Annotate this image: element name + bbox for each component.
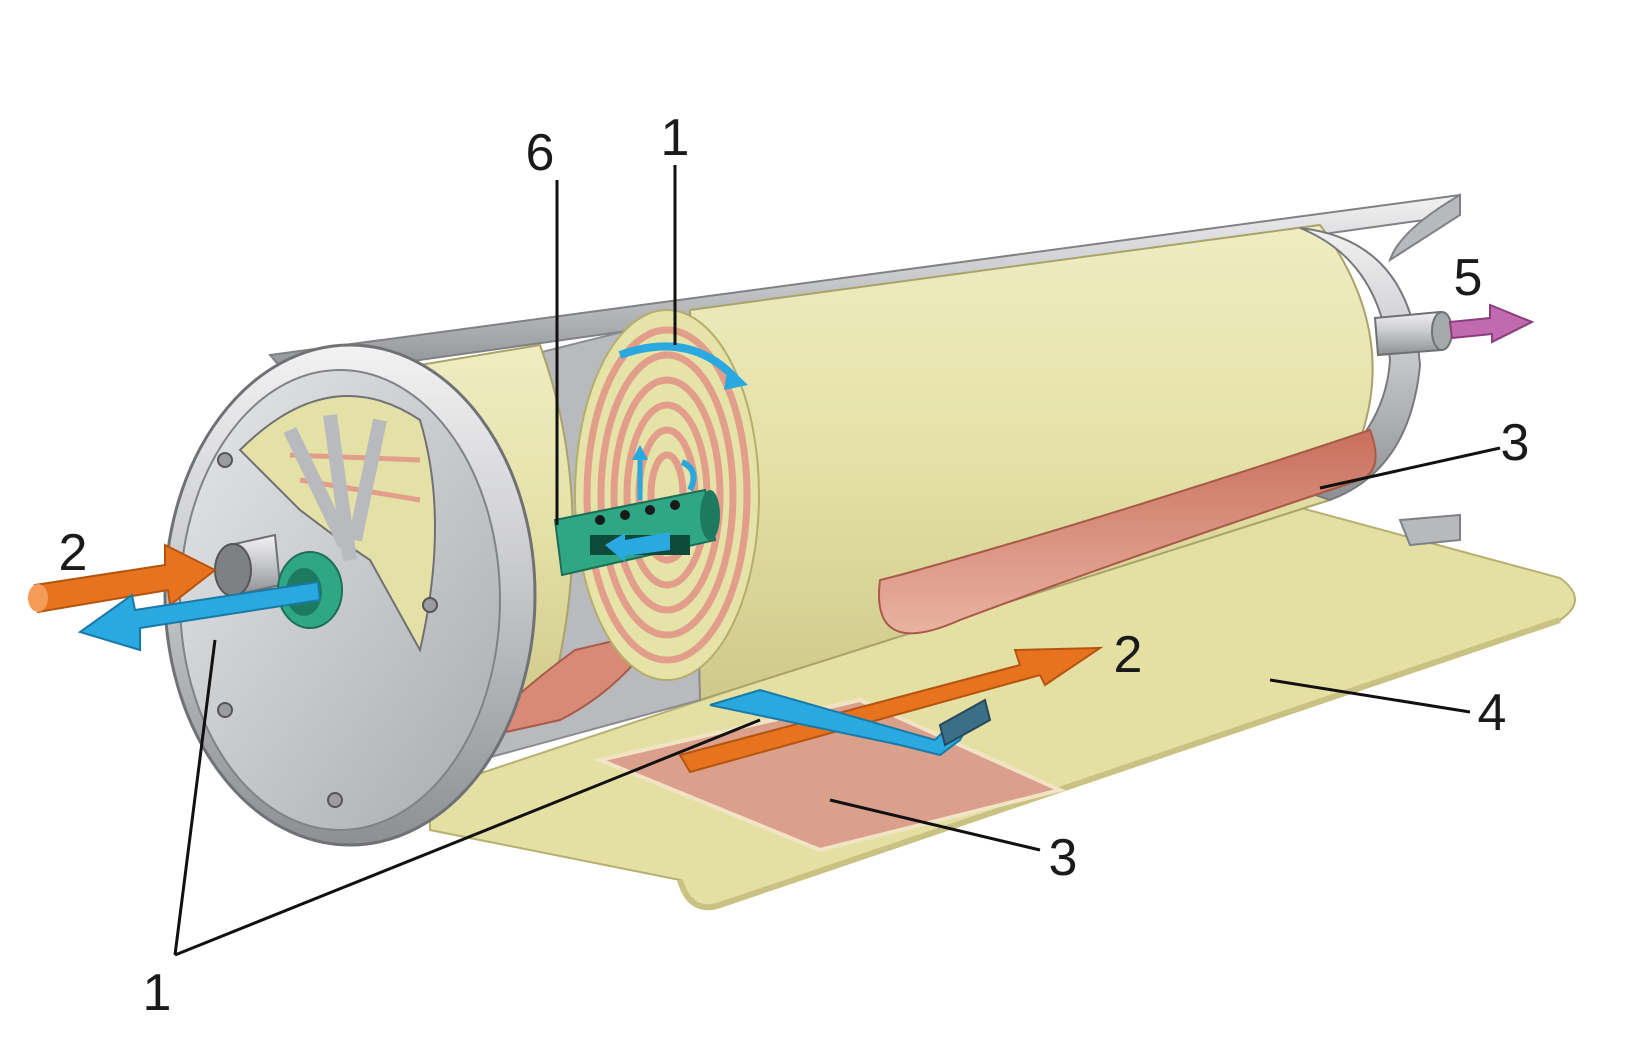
- spiral-end-face: [574, 309, 760, 681]
- feed-arrow-icon: [28, 543, 217, 614]
- callout-3-right: 3: [1501, 414, 1530, 472]
- concentrate-channel: [709, 688, 992, 757]
- flow-arrow-icon: [632, 445, 648, 460]
- permeate-outlet: [1373, 310, 1453, 357]
- callout-4: 4: [1478, 684, 1507, 742]
- flow-arrow-icon: [605, 532, 670, 562]
- callout-1-bottom: 1: [143, 964, 172, 1022]
- permeate-collection-tube: [553, 488, 720, 577]
- concentrate-arrow-icon: [77, 580, 322, 652]
- callout-2-left: 2: [59, 524, 88, 582]
- callout-labels: 6 1 5 3 2 2 4 3 1: [59, 109, 1530, 1022]
- callout-3-bottom: 3: [1049, 829, 1078, 887]
- callout-1-top: 1: [661, 109, 690, 167]
- permeate-arrow-icon: [1448, 303, 1535, 344]
- leader-lines: [173, 165, 1501, 957]
- flow-arrow-icon: [724, 366, 748, 390]
- callout-5: 5: [1454, 249, 1483, 307]
- callout-6: 6: [526, 124, 555, 182]
- feed-flow-arrow-icon: [678, 646, 1104, 774]
- callout-2-right: 2: [1114, 626, 1143, 684]
- front-end-cap: [163, 343, 537, 847]
